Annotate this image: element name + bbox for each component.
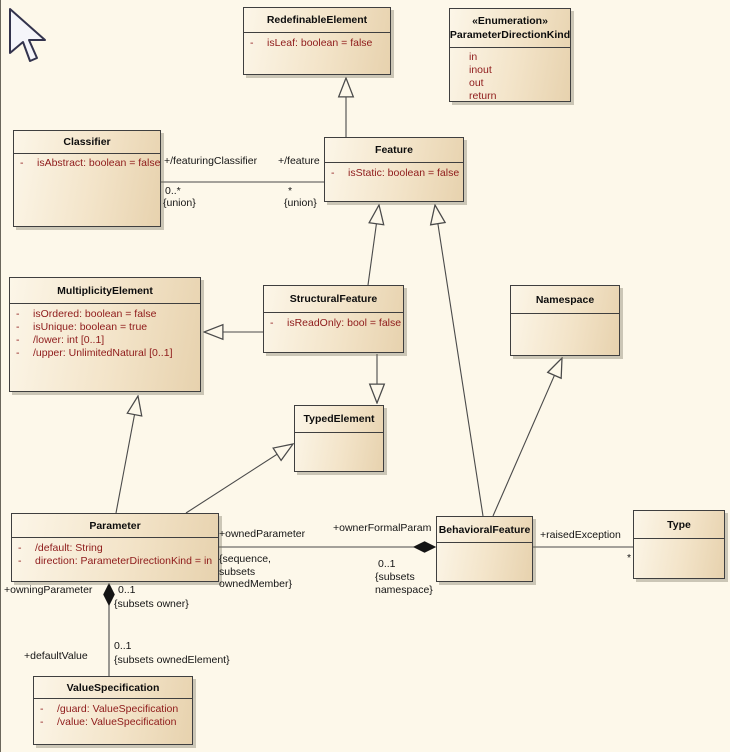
class-title: RedefinableElement xyxy=(244,8,390,33)
class-attribute: -/lower: int [0..1] xyxy=(16,334,105,346)
generalization-parameter-to-typedelement[interactable] xyxy=(185,444,293,514)
class-title: StructuralFeature xyxy=(264,286,403,313)
generalization-structuralfeature-to-feature[interactable] xyxy=(367,205,379,286)
class-multiplicity-element[interactable]: MultiplicityElement -isOrdered: boolean … xyxy=(9,277,201,392)
constraint-label: {subsets namespace} xyxy=(375,571,433,596)
generalization-behavioralfeature-to-namespace[interactable] xyxy=(492,358,562,517)
class-title: ValueSpecification xyxy=(34,677,192,699)
class-classifier[interactable]: Classifier -isAbstract: boolean = false xyxy=(13,130,161,227)
class-value-specification[interactable]: ValueSpecification -/guard: ValueSpecifi… xyxy=(33,676,193,745)
class-attribute: -/guard: ValueSpecification xyxy=(40,703,179,715)
class-type[interactable]: Type xyxy=(633,510,725,579)
class-redefinable-element[interactable]: RedefinableElement -isLeaf: boolean = fa… xyxy=(243,7,391,75)
enumeration-header: «Enumeration» ParameterDirectionKind xyxy=(450,9,570,48)
enum-literal: return xyxy=(469,90,497,102)
class-title: Feature xyxy=(325,138,463,163)
multiplicity-label: 0..1 xyxy=(118,584,136,596)
class-attribute: -isAbstract: boolean = false xyxy=(20,157,161,169)
class-feature[interactable]: Feature -isStatic: boolean = false xyxy=(324,137,464,202)
multiplicity-label: 0..1 xyxy=(114,640,132,652)
generalization-behavioralfeature-to-feature[interactable] xyxy=(435,205,484,517)
class-title: BehavioralFeature xyxy=(437,517,532,543)
multiplicity-label: 0..1 xyxy=(378,558,396,570)
class-title: Classifier xyxy=(14,131,160,154)
generalization-parameter-to-multiplicityelement[interactable] xyxy=(115,396,138,514)
class-title: Namespace xyxy=(511,286,619,314)
class-attribute: -isLeaf: boolean = false xyxy=(250,37,373,49)
multiplicity-label: * xyxy=(288,185,293,197)
constraint-label: {union} xyxy=(284,197,317,209)
class-attribute: -direction: ParameterDirectionKind = in xyxy=(18,555,213,567)
enum-literal: out xyxy=(469,77,484,89)
role-label-raised-exception: +raisedException xyxy=(540,529,621,541)
constraint-label: {sequence, subsets ownedMember} xyxy=(219,553,292,590)
class-parameter[interactable]: Parameter -/default: String -direction: … xyxy=(11,513,219,582)
enumeration-parameterdirectionkind[interactable]: «Enumeration» ParameterDirectionKind in … xyxy=(449,8,571,102)
class-title: Type xyxy=(634,511,724,539)
class-title: Parameter xyxy=(12,514,218,538)
class-attribute: -isOrdered: boolean = false xyxy=(16,308,157,320)
enum-literal: in xyxy=(469,51,478,63)
class-attribute: -/default: String xyxy=(18,542,103,554)
stereotype-label: «Enumeration» xyxy=(472,15,548,27)
class-attribute: -isUnique: boolean = true xyxy=(16,321,148,333)
multiplicity-label: * xyxy=(627,552,632,564)
class-behavioral-feature[interactable]: BehavioralFeature xyxy=(436,516,533,582)
constraint-label: {union} xyxy=(163,197,196,209)
role-label-featuring-classifier: +/featuringClassifier xyxy=(164,155,258,167)
class-attribute: -isReadOnly: bool = false xyxy=(270,317,402,329)
class-title: TypedElement xyxy=(295,406,383,433)
mouse-cursor xyxy=(9,8,46,62)
constraint-label: {subsets ownedElement} xyxy=(114,654,230,666)
class-typed-element[interactable]: TypedElement xyxy=(294,405,384,472)
multiplicity-label: 0..* xyxy=(165,185,181,197)
role-label-feature: +/feature xyxy=(278,155,320,167)
role-label-default-value: +defaultValue xyxy=(24,650,88,662)
role-label-owner-formal-param: +ownerFormalParam xyxy=(333,522,432,534)
enumeration-title: ParameterDirectionKind xyxy=(449,29,571,41)
constraint-label: {subsets owner} xyxy=(114,598,189,610)
class-attribute: -isStatic: boolean = false xyxy=(331,167,460,179)
class-attribute: -/value: ValueSpecification xyxy=(40,716,177,728)
class-namespace[interactable]: Namespace xyxy=(510,285,620,356)
role-label-owning-parameter: +owningParameter xyxy=(4,584,93,596)
enum-literal: inout xyxy=(469,64,492,76)
class-structural-feature[interactable]: StructuralFeature -isReadOnly: bool = fa… xyxy=(263,285,404,353)
role-label-owned-parameter: +ownedParameter xyxy=(219,528,306,540)
class-title: MultiplicityElement xyxy=(10,278,200,304)
class-attribute: -/upper: UnlimitedNatural [0..1] xyxy=(16,347,173,359)
